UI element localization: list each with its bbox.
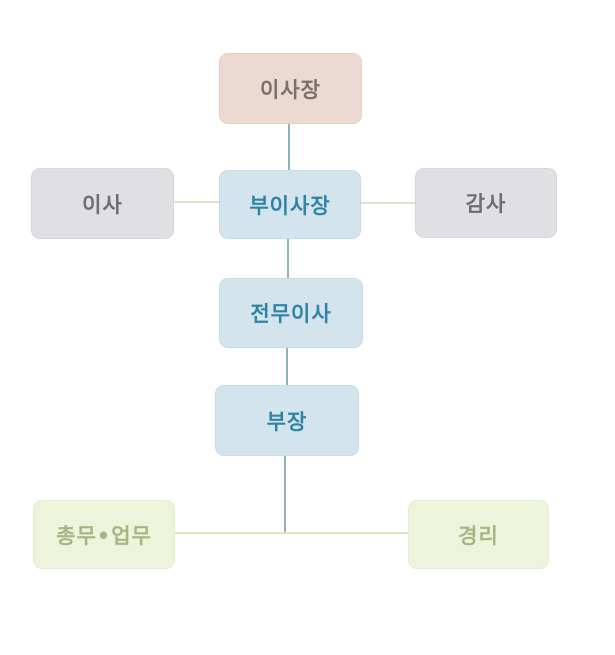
connector-vice-managing: [287, 239, 289, 278]
node-accounting-label: 경리: [458, 523, 499, 548]
node-vice-president: 부이사장: [219, 170, 361, 239]
node-director-label: 이사: [82, 192, 123, 217]
node-auditor-label: 감사: [465, 192, 507, 216]
node-vice-president-label: 부이사장: [249, 193, 331, 218]
connector-manager-departments: [284, 456, 286, 532]
node-managing-director-label: 전무이사: [250, 302, 332, 326]
connector-director-vice: [174, 201, 219, 203]
node-chairman: 이사장: [219, 53, 362, 124]
node-general-manager: 부장: [215, 385, 359, 456]
node-chairman-label: 이사장: [260, 77, 321, 102]
node-auditor: 감사: [415, 168, 557, 238]
connector-chairman-vice: [288, 124, 290, 170]
connector-managing-manager: [286, 348, 288, 385]
connector-departments: [175, 532, 408, 534]
node-director: 이사: [31, 168, 174, 239]
node-general-manager-label: 부장: [266, 409, 308, 434]
node-managing-director: 전무이사: [219, 278, 363, 348]
connector-vice-auditor: [361, 202, 415, 204]
node-general-affairs: 총무•업무: [33, 500, 175, 569]
node-general-affairs-label: 총무•업무: [56, 523, 152, 548]
node-accounting: 경리: [408, 500, 549, 569]
